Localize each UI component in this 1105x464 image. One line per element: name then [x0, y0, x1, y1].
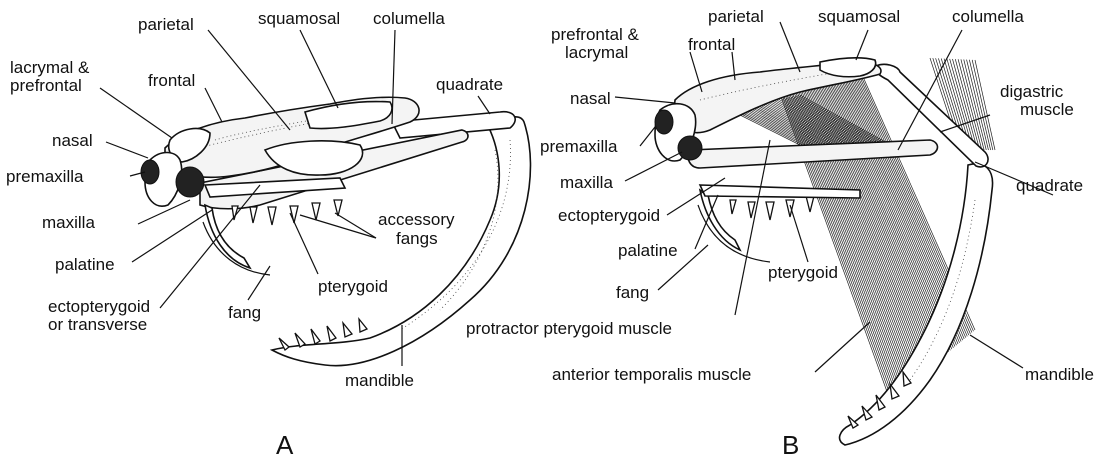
panel-b: [655, 58, 995, 445]
label-a-accessory-1: accessory: [378, 210, 455, 229]
label-b-fang: fang: [616, 283, 649, 302]
label-a-accessory-2: fangs: [396, 229, 438, 248]
label-b-columella: columella: [952, 7, 1024, 26]
label-b-digastric-1: digastric: [1000, 82, 1064, 101]
label-a-ectopterygoid-2: or transverse: [48, 315, 147, 334]
label-b-digastric-2: muscle: [1020, 100, 1074, 119]
label-b-frontal: frontal: [688, 35, 735, 54]
label-b-ectopterygoid: ectopterygoid: [558, 206, 660, 225]
maxilla-knob-b: [678, 136, 702, 160]
label-b-pterygoid: pterygoid: [768, 263, 838, 282]
label-b-protractor: protractor pterygoid muscle: [466, 319, 672, 338]
label-a-squamosal: squamosal: [258, 9, 340, 28]
panel-letter-b: B: [782, 430, 799, 460]
label-a-pterygoid: pterygoid: [318, 277, 388, 296]
label-a-lacrymal-prefrontal-1: lacrymal &: [10, 58, 90, 77]
label-a-maxilla: maxilla: [42, 213, 95, 232]
label-b-quadrate: quadrate: [1016, 176, 1083, 195]
squamosal-bone-b: [820, 58, 876, 77]
label-a-columella: columella: [373, 9, 445, 28]
label-a-frontal: frontal: [148, 71, 195, 90]
label-b-prefrontal-lacrymal-1: prefrontal &: [551, 25, 640, 44]
label-a-nasal: nasal: [52, 131, 93, 150]
label-a-ectopterygoid-1: ectopterygoid: [48, 297, 150, 316]
maxilla-knob-a: [176, 167, 204, 197]
label-a-mandible: mandible: [345, 371, 414, 390]
label-b-nasal: nasal: [570, 89, 611, 108]
label-a-premaxilla: premaxilla: [6, 167, 84, 186]
pterygoid-bone-b: [688, 140, 937, 168]
labels-panel-a: parietal squamosal columella lacrymal & …: [6, 9, 503, 460]
premaxilla-nub-b: [655, 110, 673, 134]
label-b-maxilla: maxilla: [560, 173, 613, 192]
label-b-palatine: palatine: [618, 241, 678, 260]
label-a-quadrate: quadrate: [436, 75, 503, 94]
label-b-prefrontal-lacrymal-2: lacrymal: [565, 43, 628, 62]
label-b-premaxilla: premaxilla: [540, 137, 618, 156]
label-b-parietal: parietal: [708, 7, 764, 26]
label-b-anterior-temporalis: anterior temporalis muscle: [552, 365, 751, 384]
label-a-palatine: palatine: [55, 255, 115, 274]
label-b-mandible: mandible: [1025, 365, 1094, 384]
label-a-parietal: parietal: [138, 15, 194, 34]
panel-letter-a: A: [276, 430, 294, 460]
palate-teeth-b: [730, 196, 814, 220]
label-a-lacrymal-prefrontal-2: prefrontal: [10, 76, 82, 95]
label-a-fang: fang: [228, 303, 261, 322]
label-b-squamosal: squamosal: [818, 7, 900, 26]
